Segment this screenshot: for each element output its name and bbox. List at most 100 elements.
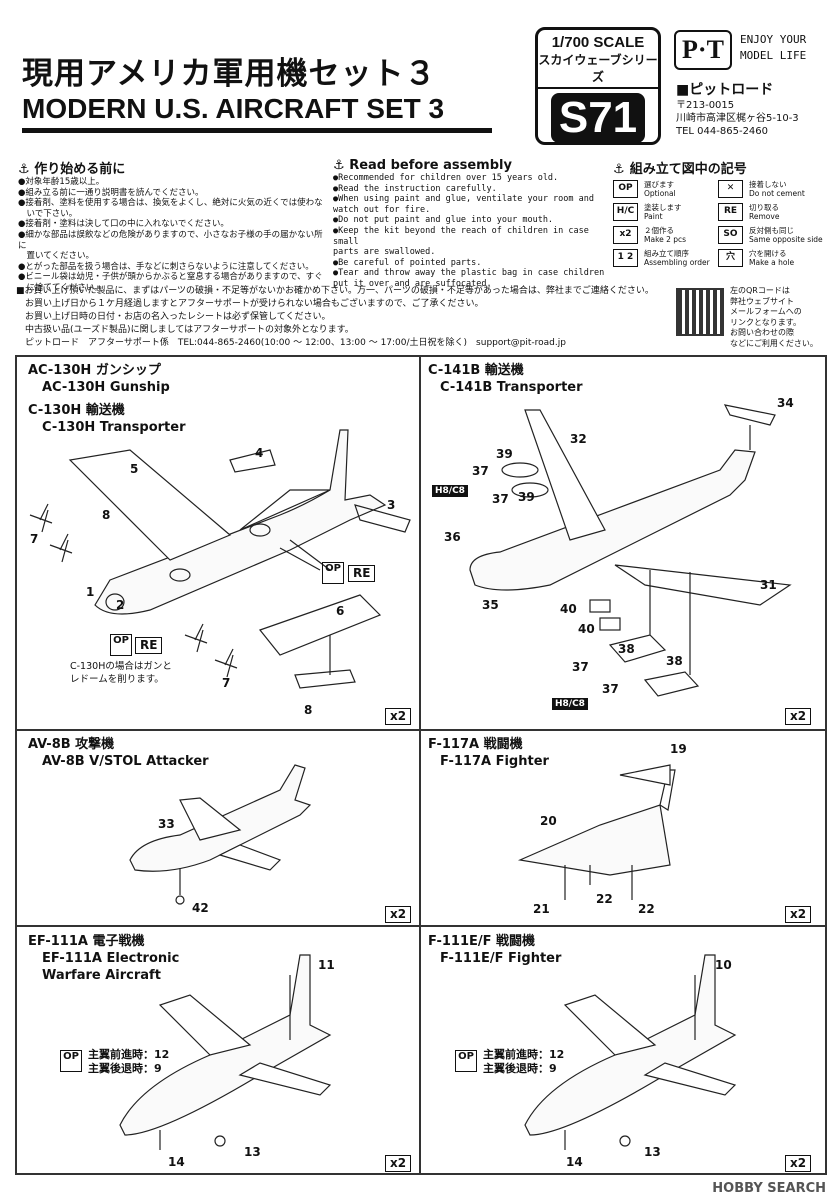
part-number: 22 <box>596 892 613 906</box>
part-number: 8 <box>102 508 111 522</box>
grid-divider-vertical <box>419 355 421 1175</box>
part-number: 11 <box>318 958 335 972</box>
part-number: 38 <box>666 654 683 668</box>
panel-c141-title: C-141B 輸送機 C-141B Transporter <box>428 363 583 395</box>
jp-precautions-list: ●対象年齢15歳以上。●組み立る前に一通り説明書を読んでください。●接着剤、塗料… <box>18 177 323 294</box>
jp-precautions-title: ⚓ 作り始める前に <box>18 162 126 177</box>
optional-icon: OP <box>322 562 344 584</box>
symbol-icon: 穴 <box>718 248 743 267</box>
text-line: ●Tear and throw away the plastic bag in … <box>333 268 605 279</box>
optional-icon: OP <box>110 634 132 656</box>
part-number: 14 <box>168 1155 185 1169</box>
tagline: ENJOY YOUR MODEL LIFE <box>740 33 807 62</box>
part-number: 5 <box>130 462 139 476</box>
ef111-wing-options: 主翼前進時：12 主翼後退時：9 <box>88 1048 170 1075</box>
f111-diagram <box>524 954 737 1150</box>
title-rule <box>22 128 492 133</box>
text-line: などにご利用ください。 <box>730 338 818 348</box>
scale-label: 1/700 SCALE <box>551 34 645 51</box>
text-line: メールフォームへの <box>730 307 802 316</box>
maker-address: 〒213-0015 川崎市高津区梶ヶ谷5-10-3 TEL 044-865-24… <box>676 100 799 137</box>
panel-c130-title: AC-130H ガンシップ AC-130H Gunship C-130H 輸送機… <box>28 363 186 435</box>
symbol-icon: OP <box>613 179 638 198</box>
text-line: put it over and are suffocated. <box>333 278 492 289</box>
part-number: 19 <box>670 742 687 756</box>
en-precautions-list: ●Recommended for children over 15 years … <box>333 173 608 290</box>
grid-divider-2 <box>15 925 827 927</box>
text-line: に捨ててください。 <box>18 282 103 293</box>
panel-av8-title: AV-8B 攻撃機 AV-8B V/STOL Attacker <box>28 737 209 769</box>
qr-description: 左のQRコードは弊社ウェブサイトメールフォームへのリンクとなります。お問い合わせ… <box>730 286 825 349</box>
grid-divider-1 <box>15 729 827 731</box>
panel-ef111-title: EF-111A 電子戦機 EF-111A Electronic Warfare … <box>28 934 180 983</box>
text-line: お問い合わせの際 <box>730 328 794 337</box>
text-line: お買い上げ日時の日付・お店の名入ったレシートは必ず保管してください。 <box>16 312 331 322</box>
symbol-icon: RE <box>718 202 743 221</box>
part-number: 20 <box>540 814 557 828</box>
part-number: 8 <box>304 703 313 717</box>
part-number: 7 <box>30 532 39 546</box>
part-number: 37 <box>572 660 589 674</box>
text-line: ●接着剤・塗料は決して口の中に入れないでください。 <box>18 219 229 230</box>
part-number: 22 <box>638 902 655 916</box>
text-line: いで下さい。 <box>18 208 78 219</box>
part-number: 1 <box>86 585 95 599</box>
text-line: ●ビニール袋は幼児・子供が頭からかぶると窒息する場合がありますので、すぐ <box>18 272 323 283</box>
text-line: ●組み立る前に一通り説明書を読んでください。 <box>18 187 204 198</box>
ef111-diagram <box>119 954 332 1150</box>
panel-f111-title: F-111E/F 戦闘機 F-111E/F Fighter <box>428 934 562 966</box>
quantity-badge: x2 <box>785 708 812 725</box>
quantity-badge: x2 <box>385 1155 412 1172</box>
part-number: 37 <box>492 492 509 506</box>
optional-icon: OP <box>455 1050 477 1072</box>
title-en: MODERN U.S. AIRCRAFT SET 3 <box>22 93 445 124</box>
f111-wing-options: 主翼前進時：12 主翼後退時：9 <box>483 1048 565 1075</box>
text-line: 中古扱い品(ユーズド製品)に関しましてはアフターサポートの対象外となります。 <box>16 325 354 335</box>
grid-border-left <box>15 355 17 1175</box>
text-line: ●とがった部品を扱う場合は、手などに刺さらないように注意してください。 <box>18 261 314 272</box>
title-jp: 現用アメリカ軍用機セット３ <box>22 56 437 92</box>
text-line: お買い上げ日から１ケ月経過しますとアフターサポートが受けられない場合もございます… <box>16 299 484 309</box>
remove-icon: RE <box>348 565 376 582</box>
text-line: 左のQRコードは <box>730 286 790 295</box>
f117-diagram <box>517 764 676 900</box>
paint-code: H8/C8 <box>552 698 588 710</box>
part-number: 7 <box>222 676 231 690</box>
part-number: 37 <box>602 682 619 696</box>
grid-border-right <box>825 355 827 1175</box>
symbol-icon: SO <box>718 225 743 244</box>
part-number: 39 <box>496 447 513 461</box>
part-number: 34 <box>777 396 794 410</box>
qr-code[interactable] <box>676 288 724 336</box>
text-line: 置いてください。 <box>18 251 95 262</box>
av8-diagram <box>129 764 312 905</box>
text-line: ●接着剤、塗料を使用する場合は、換気をよくし、絶対に火気の近くでは使わな <box>18 198 323 209</box>
part-number: 21 <box>533 902 550 916</box>
text-line: ピットロード アフターサポート係 TEL:044-865-2460(10:00 … <box>16 338 566 348</box>
jp-precautions: ⚓ 作り始める前に ●対象年齢15歳以上。●組み立る前に一通り説明書を読んでくだ… <box>18 158 323 294</box>
anchor-icon: ⚓ <box>613 162 625 177</box>
text-line: ●細かな部品は誤飲などの危険がありますので、小さなお子様の手の届かない所に <box>18 229 323 251</box>
symbol-icon: 1 2 <box>613 248 638 267</box>
series-label: スカイウェーブシリーズ <box>538 51 658 89</box>
watermark: HOBBY SEARCH <box>712 1181 826 1196</box>
part-number: 35 <box>482 598 499 612</box>
c141-diagram <box>469 404 792 697</box>
part-number: 39 <box>518 490 535 504</box>
part-number: 6 <box>336 604 345 618</box>
part-number: 2 <box>116 598 125 612</box>
part-number: 13 <box>644 1145 661 1159</box>
quantity-badge: x2 <box>785 906 812 923</box>
text-line: ●Be careful of pointed parts. <box>333 257 482 268</box>
grid-border-bottom <box>15 1173 827 1175</box>
scale-box: 1/700 SCALE スカイウェーブシリーズ S71 <box>535 27 661 145</box>
part-number: 31 <box>760 578 777 592</box>
